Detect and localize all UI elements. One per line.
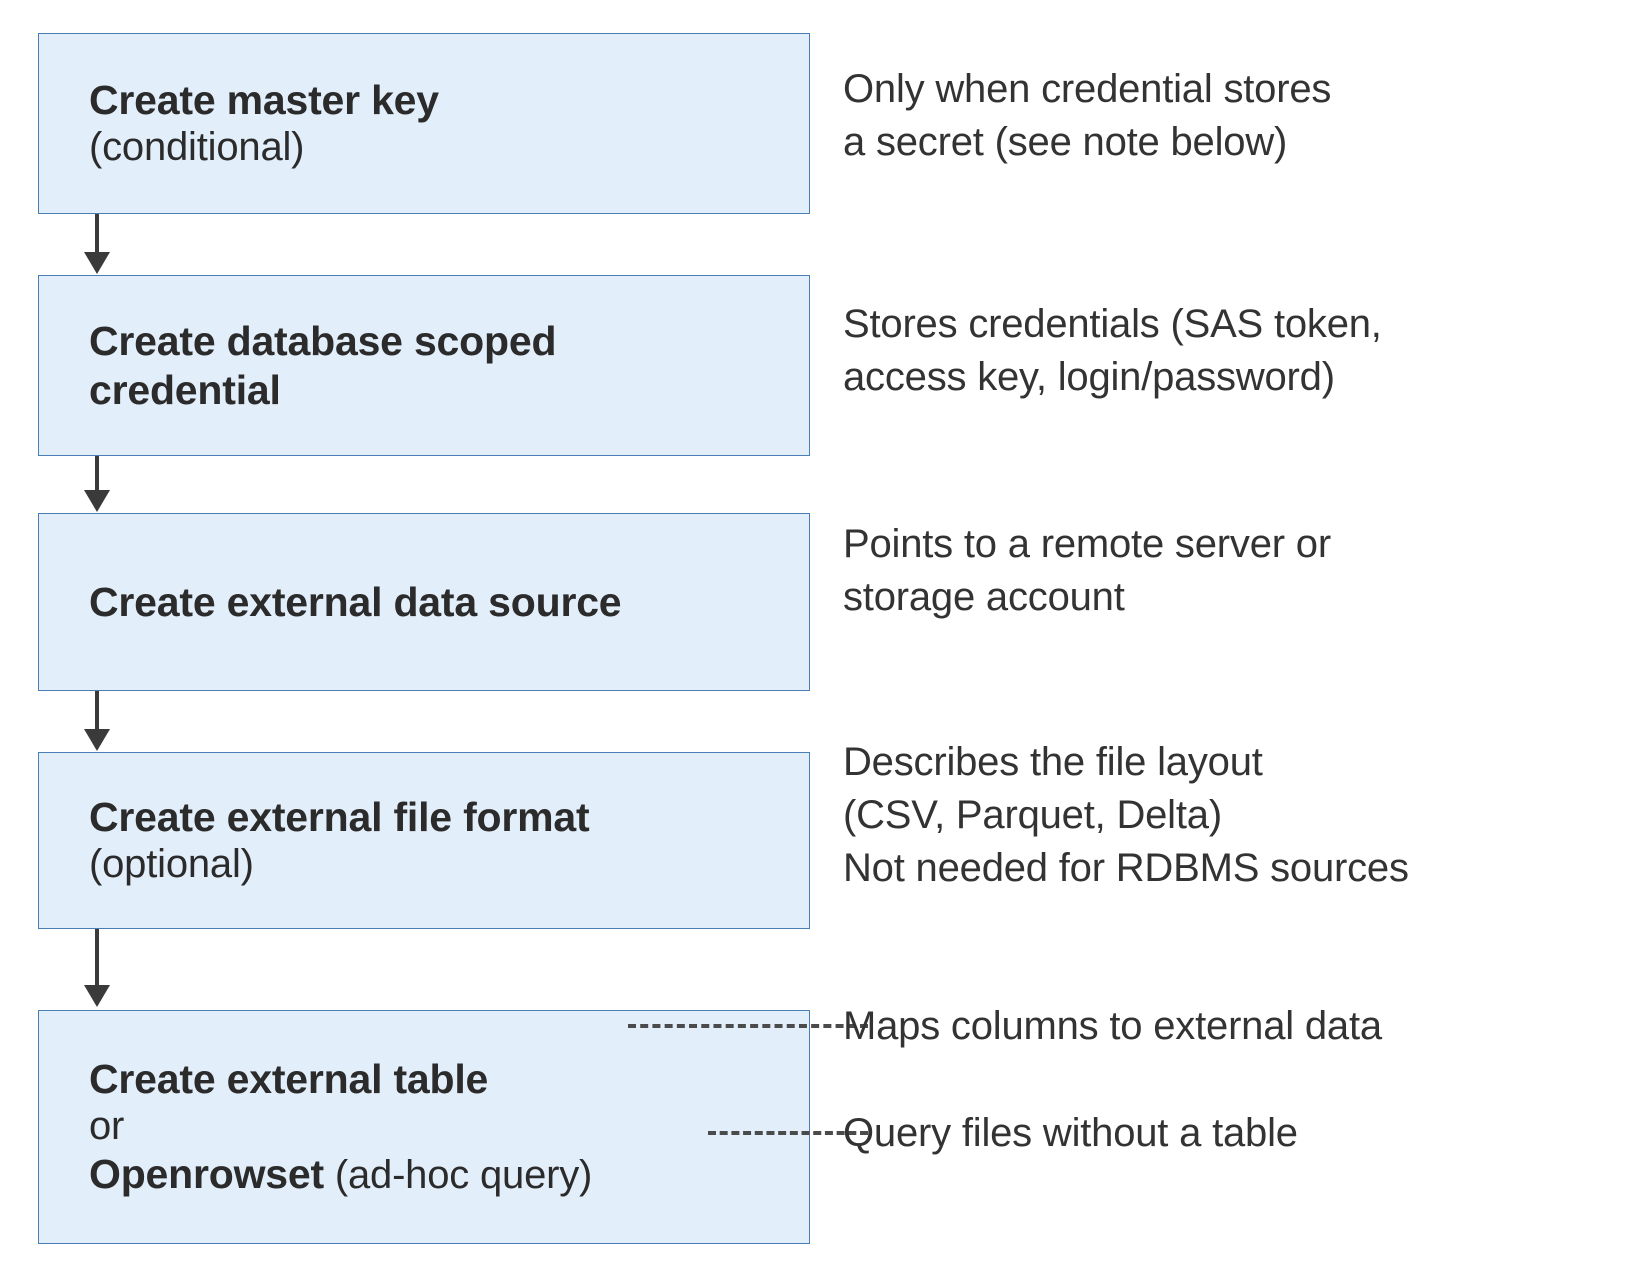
step-box-create-external-data-source[interactable]: Create external data source	[38, 513, 810, 691]
arrow-head	[84, 490, 110, 512]
dashed-connector-external-table	[628, 1024, 868, 1028]
note-openrowset: Query files without a table	[843, 1107, 1298, 1160]
note-line: Not needed for RDBMS sources	[843, 846, 1409, 891]
arrow-down-icon-2	[84, 456, 110, 512]
note-create-master-key: Only when credential stores a secret (se…	[843, 63, 1331, 169]
arrow-head	[84, 252, 110, 274]
step-box-text: Create external data source	[39, 578, 809, 626]
step-alt-title-regular: (ad-hoc query)	[323, 1153, 593, 1198]
arrow-stem	[95, 214, 99, 254]
step-title-cont: credential	[89, 366, 281, 413]
note-line: Stores credentials (SAS token,	[843, 302, 1382, 346]
dashed-connector-openrowset	[708, 1131, 868, 1135]
arrow-down-icon-4	[84, 929, 110, 1009]
note-line: access key, login/password)	[843, 355, 1335, 400]
note-line: (CSV, Parquet, Delta)	[843, 793, 1222, 838]
arrow-down-icon-3	[84, 691, 110, 751]
arrow-stem	[95, 691, 99, 731]
note-line: Describes the file layout	[843, 740, 1263, 784]
note-create-external-table: Maps columns to external data	[843, 1000, 1382, 1053]
note-line: a secret (see note below)	[843, 120, 1288, 165]
arrow-head	[84, 985, 110, 1007]
step-box-create-external-table-or-openrowset[interactable]: Create external table or Openrowset (ad-…	[38, 1010, 810, 1244]
step-box-text: Create master key (conditional)	[39, 76, 809, 172]
step-title: Create master key	[89, 76, 439, 123]
note-create-database-scoped-credential: Stores credentials (SAS token, access ke…	[843, 298, 1382, 404]
step-title: Create external file format	[89, 793, 590, 840]
note-create-external-data-source: Points to a remote server or storage acc…	[843, 518, 1331, 624]
step-subtitle: (optional)	[89, 842, 254, 887]
step-box-create-external-file-format[interactable]: Create external file format (optional)	[38, 752, 810, 929]
note-line: storage account	[843, 575, 1125, 620]
note-line: Maps columns to external data	[843, 1004, 1382, 1048]
step-box-text: Create external file format (optional)	[39, 793, 809, 889]
arrow-stem	[95, 929, 99, 987]
step-or-separator: or	[89, 1104, 125, 1148]
arrow-stem	[95, 456, 99, 492]
note-line: Points to a remote server or	[843, 522, 1331, 566]
step-box-create-database-scoped-credential[interactable]: Create database scoped credential	[38, 275, 810, 456]
step-title: Create external table	[89, 1055, 489, 1102]
note-line: Only when credential stores	[843, 67, 1332, 111]
arrow-head	[84, 729, 110, 751]
step-box-text: Create external table or Openrowset (ad-…	[39, 1055, 809, 1200]
step-box-create-master-key[interactable]: Create master key (conditional)	[38, 33, 810, 214]
note-line: Query files without a table	[843, 1111, 1298, 1155]
step-alt-title-bold: Openrowset	[89, 1151, 324, 1198]
note-create-external-file-format: Describes the file layout (CSV, Parquet,…	[843, 736, 1409, 896]
step-title: Create external data source	[89, 578, 622, 625]
arrow-down-icon-1	[84, 214, 110, 274]
step-title: Create database scoped	[89, 318, 557, 365]
step-subtitle: (conditional)	[89, 125, 305, 170]
step-box-text: Create database scoped credential	[39, 317, 809, 414]
step-alt-title: Openrowset (ad-hoc query)	[89, 1150, 795, 1199]
